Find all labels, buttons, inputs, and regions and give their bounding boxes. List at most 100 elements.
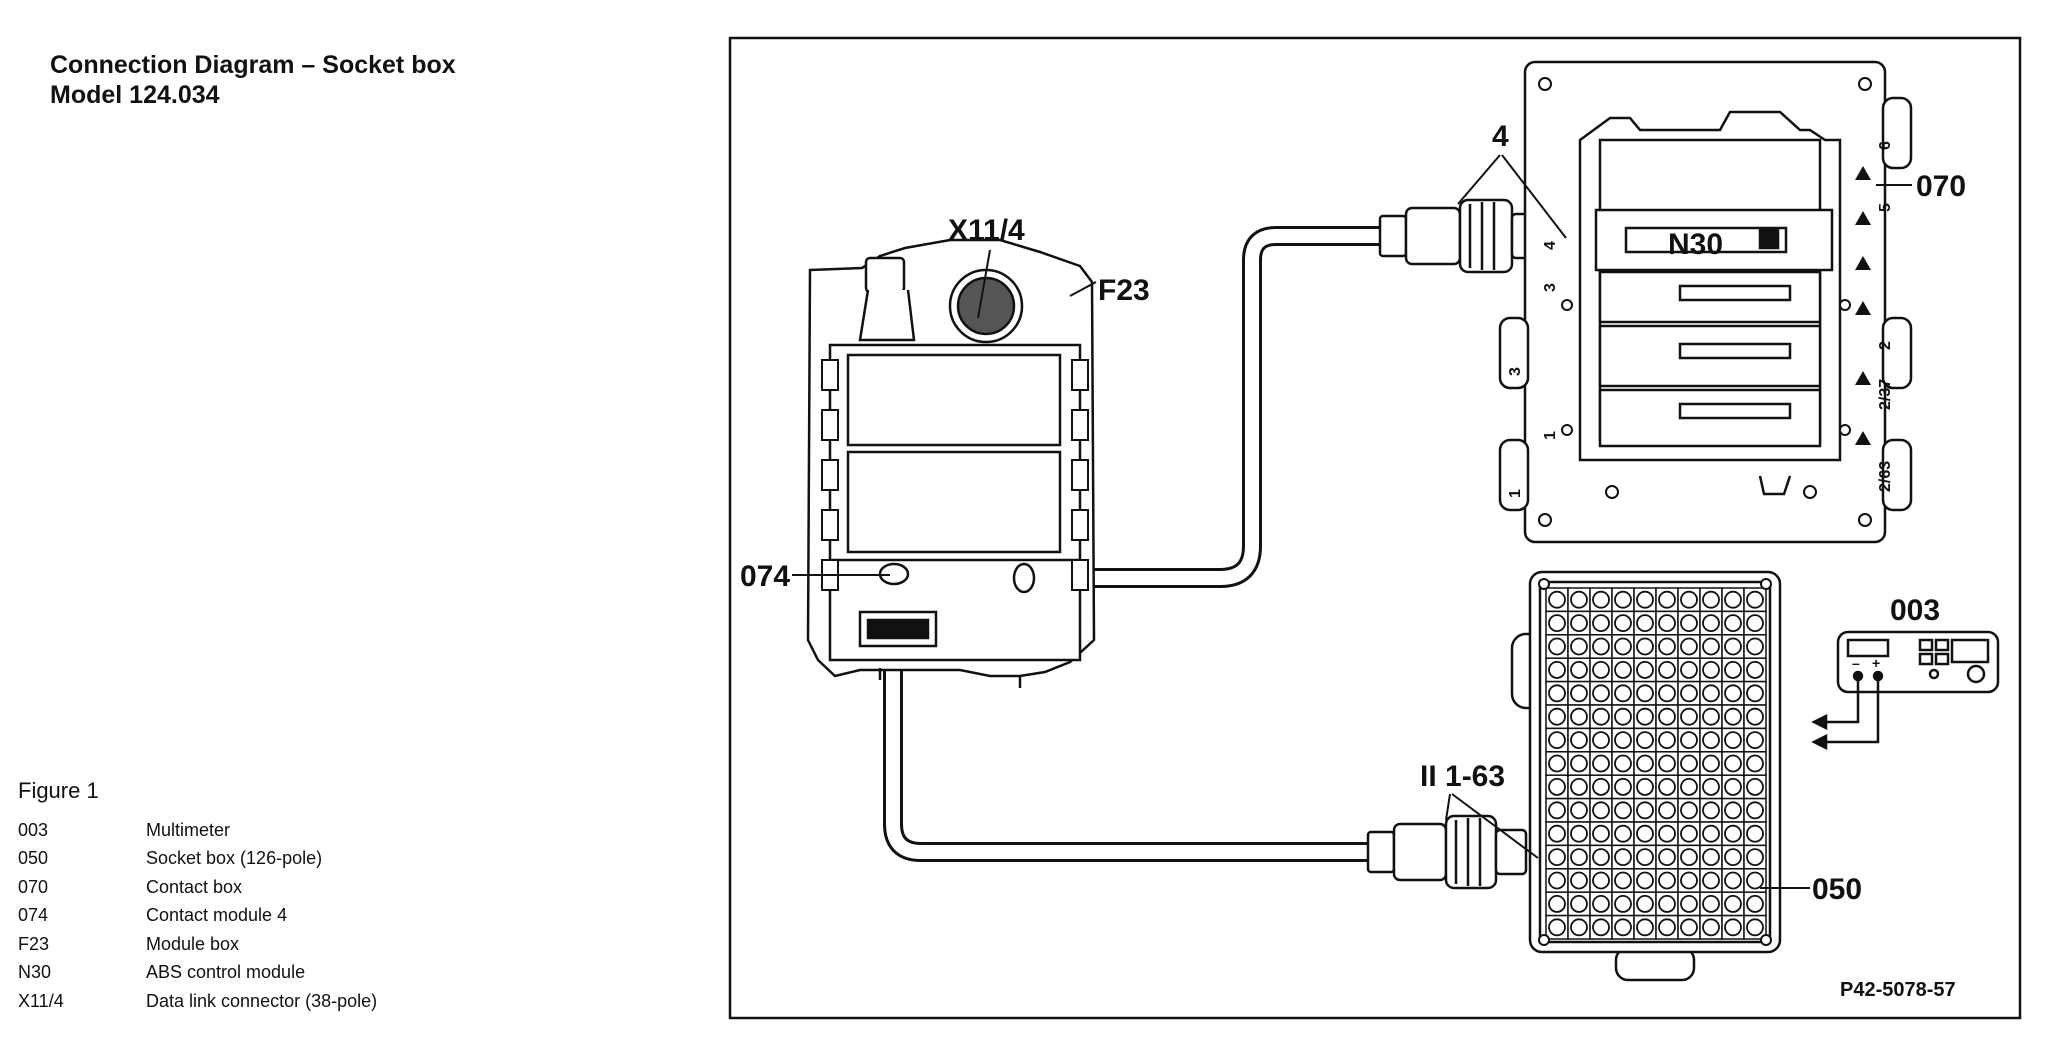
connector-socket-box — [1366, 814, 1528, 890]
socket-hole — [1702, 637, 1720, 656]
legend-code: 070 — [18, 876, 49, 897]
socket-hole — [1680, 824, 1698, 843]
socket-hole — [1724, 614, 1742, 632]
legend-desc: Contact module 4 — [146, 905, 288, 926]
socket-hole — [1680, 778, 1698, 796]
label-4: 4 — [1492, 120, 1509, 153]
socket-hole — [1746, 801, 1764, 820]
socket-hole — [1570, 824, 1588, 843]
socket-hole — [1658, 918, 1676, 937]
socket-hole — [1746, 871, 1764, 890]
socket-hole — [1592, 590, 1610, 609]
socket-hole — [1702, 614, 1720, 632]
legend-code: N30 — [18, 962, 52, 983]
socket-hole — [1592, 848, 1610, 866]
socket-hole — [1614, 684, 1632, 703]
socket-hole — [1636, 707, 1654, 726]
legend-desc: Data link connector (38-pole) — [146, 990, 378, 1011]
socket-hole — [1614, 801, 1632, 820]
multimeter-plus: + — [1872, 655, 1880, 671]
socket-hole — [1614, 871, 1632, 890]
socket-hole — [1548, 848, 1566, 866]
socket-hole — [1680, 637, 1698, 656]
socket-hole — [1636, 590, 1654, 609]
socket-hole — [1724, 590, 1742, 609]
legend-code: 074 — [18, 905, 49, 926]
socket-hole — [1680, 848, 1698, 866]
socket-hole — [1746, 848, 1764, 866]
socket-hole — [1592, 871, 1610, 890]
socket-hole — [1570, 754, 1588, 773]
socket-hole — [1592, 707, 1610, 726]
socket-hole — [1548, 637, 1566, 656]
socket-hole — [1746, 661, 1764, 679]
socket-hole — [1658, 614, 1676, 632]
legend-desc: Multimeter — [146, 819, 231, 840]
socket-hole — [1548, 801, 1566, 820]
leader-ii-a — [1445, 793, 1451, 821]
legend-item: 003 Multimeter — [18, 816, 377, 845]
contact-box-number: 2 — [1877, 341, 1894, 350]
socket-hole — [1658, 707, 1676, 726]
multimeter-leads — [1811, 670, 1884, 751]
socket-hole — [1592, 684, 1610, 703]
socket-hole — [1548, 778, 1566, 796]
contact-box-number: 1 — [1507, 489, 1524, 498]
socket-hole — [1636, 778, 1654, 796]
socket-hole — [1570, 707, 1588, 726]
socket-hole — [1570, 778, 1588, 796]
socket-hole — [1702, 895, 1720, 913]
socket-hole — [1614, 590, 1632, 609]
socket-hole — [1614, 731, 1632, 749]
socket-hole — [1592, 731, 1610, 749]
socket-hole — [1746, 707, 1764, 726]
reference-code: P42-5078-57 — [1840, 979, 1956, 1001]
legend-code: 003 — [18, 819, 49, 840]
socket-hole — [1570, 871, 1588, 890]
legend-desc: Contact box — [146, 876, 243, 897]
socket-hole — [1658, 871, 1676, 890]
socket-hole — [1592, 661, 1610, 679]
socket-hole — [1724, 661, 1742, 679]
socket-hole — [1746, 684, 1764, 703]
socket-hole — [1724, 918, 1742, 937]
multimeter-minus: – — [1852, 655, 1860, 671]
f23-cable-ports — [878, 562, 1036, 594]
socket-hole — [1636, 754, 1654, 773]
socket-hole — [1548, 707, 1566, 726]
socket-hole — [1746, 895, 1764, 913]
module-box-f23-side-tabs — [821, 359, 1089, 591]
socket-hole — [1548, 918, 1566, 937]
socket-hole — [1570, 661, 1588, 679]
socket-hole — [1680, 895, 1698, 913]
socket-hole — [1680, 614, 1698, 632]
contact-box-number: 3 — [1542, 283, 1559, 292]
socket-box-screws — [1538, 578, 1772, 946]
title-line-1: Connection Diagram – Socket box — [50, 51, 456, 79]
label-050: 050 — [1812, 873, 1862, 906]
socket-hole — [1702, 801, 1720, 820]
socket-hole — [1658, 754, 1676, 773]
socket-hole — [1636, 848, 1654, 866]
socket-hole — [1636, 824, 1654, 843]
leader-4a — [1457, 154, 1501, 205]
socket-hole — [1570, 848, 1588, 866]
socket-hole — [1702, 590, 1720, 609]
socket-hole — [1592, 801, 1610, 820]
contact-box-number: 2/37 — [1877, 379, 1894, 410]
socket-hole — [1614, 824, 1632, 843]
socket-hole — [1746, 590, 1764, 609]
socket-hole — [1614, 918, 1632, 937]
socket-hole — [1724, 754, 1742, 773]
socket-hole — [1570, 731, 1588, 749]
socket-hole — [1746, 918, 1764, 937]
label-074: 074 — [740, 560, 790, 593]
socket-hole — [1724, 848, 1742, 866]
socket-hole — [1570, 637, 1588, 656]
socket-hole — [1658, 824, 1676, 843]
contact-box-number: 3 — [1507, 367, 1524, 376]
socket-hole — [1702, 754, 1720, 773]
